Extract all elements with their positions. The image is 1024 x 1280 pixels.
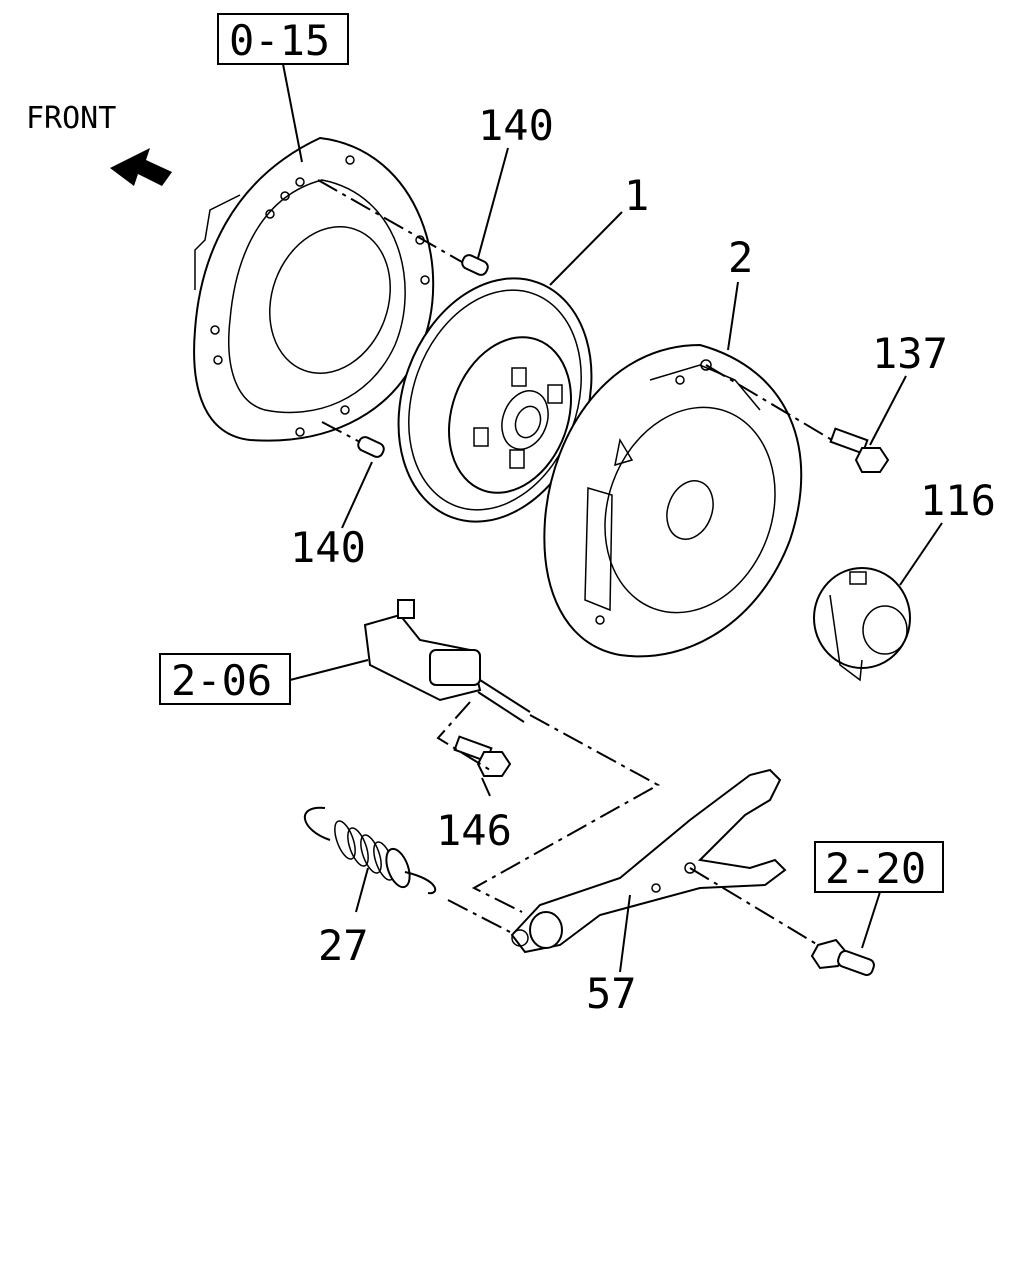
bolt-146: [453, 735, 512, 777]
label-140-bottom: 140: [290, 523, 366, 572]
ref-label-2-06: 2-06: [171, 656, 272, 705]
flywheel: [193, 136, 435, 442]
front-label: FRONT: [26, 101, 116, 136]
dowel-pin-top: [461, 254, 489, 276]
ref-label-2-20: 2-20: [825, 844, 926, 893]
label-27: 27: [318, 921, 369, 970]
pivot-bolt: [810, 938, 875, 976]
release-fork: [510, 768, 787, 954]
slave-cylinder: [363, 599, 531, 723]
return-spring: [304, 806, 437, 895]
bolt-137: [829, 427, 890, 473]
clutch-disc: [397, 277, 593, 523]
front-arrow-icon: [110, 148, 172, 186]
label-146: 146: [436, 806, 512, 855]
dowel-pin-bottom: [357, 436, 385, 458]
label-140-top: 140: [478, 101, 554, 150]
label-116: 116: [920, 476, 996, 525]
label-2: 2: [728, 233, 753, 282]
release-bearing: [813, 567, 911, 682]
label-137: 137: [872, 329, 948, 378]
label-57: 57: [586, 969, 637, 1018]
label-1: 1: [624, 171, 649, 220]
ref-label-0-15: 0-15: [229, 16, 330, 65]
